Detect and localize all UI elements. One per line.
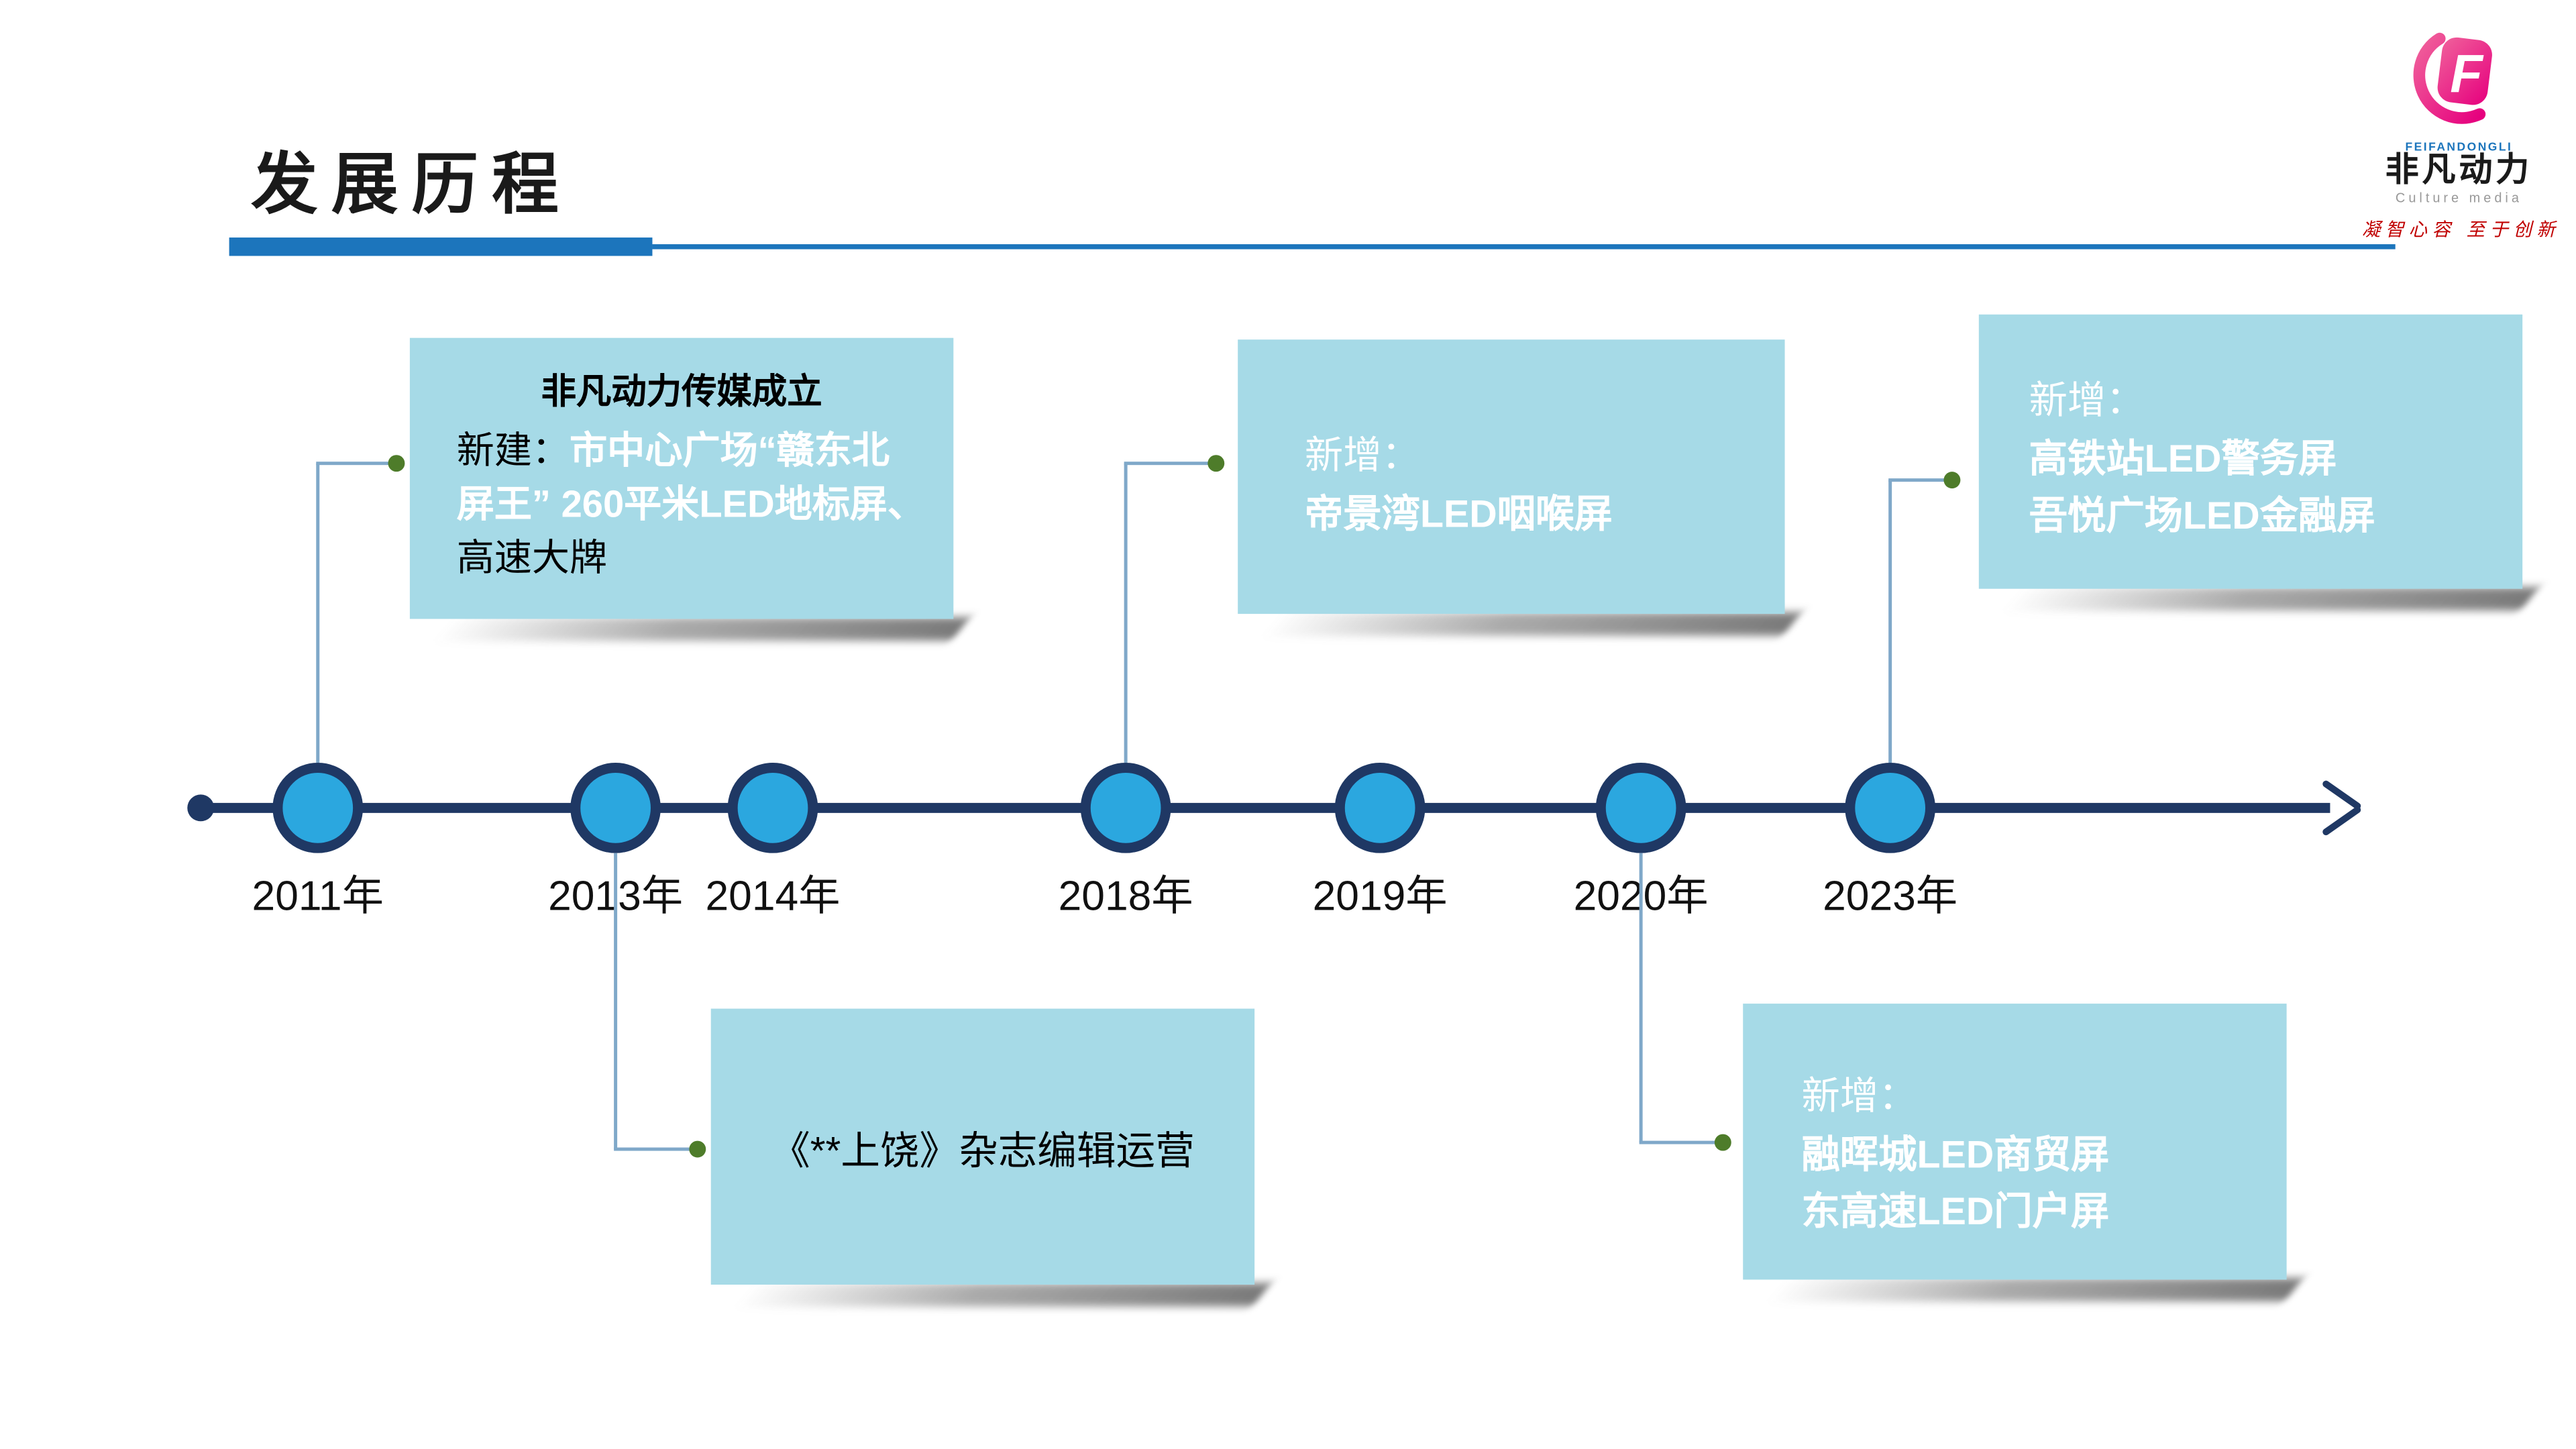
timeline-node-2014	[727, 763, 818, 853]
connector-2013-horizontal	[614, 1147, 698, 1151]
callout-2018: 新增： 帝景湾LED咽喉屏	[1238, 339, 1785, 614]
callout-2011-prefix: 新建：	[456, 429, 570, 472]
connector-2023-vertical	[1888, 480, 1892, 763]
callout-2023-line-1: 高铁站LED警务屏	[2029, 435, 2337, 480]
callout-2018-prefix: 新增：	[1304, 433, 1420, 477]
callout-2011-title: 非凡动力传媒成立	[541, 373, 822, 412]
callout-2020-line-2: 东高速LED门户屏	[1801, 1189, 2110, 1233]
connector-dot-2011	[388, 455, 405, 472]
logo-slogan: 凝智心容 至于创新	[2361, 219, 2561, 241]
timeline-node-2019	[1334, 763, 1426, 853]
year-label-2011: 2011年	[252, 873, 384, 920]
callout-2011-body: 新建：市中心广场“赣东北屏王” 260平米LED地标屏、高速大牌	[410, 415, 953, 585]
callout-2013-text: 《**上饶》杂志编辑运营	[771, 1128, 1195, 1172]
connector-dot-2023	[1943, 472, 1961, 489]
connector-2023-horizontal	[1888, 478, 1952, 482]
logo-tagline: Culture media	[2395, 191, 2522, 206]
logo-f-icon: F	[2407, 32, 2511, 137]
callout-2020: 新增： 融晖城LED商贸屏 东高速LED门户屏	[1743, 1004, 2287, 1280]
callout-2023-line-2: 吾悦广场LED金融屏	[2029, 493, 2375, 537]
callout-2011-highlight: 市中心广场“赣东北屏王” 260平米LED地标屏、	[456, 429, 926, 525]
connector-2013-vertical	[614, 853, 618, 1150]
year-label-2023: 2023年	[1823, 873, 1958, 920]
year-label-2014: 2014年	[705, 873, 841, 920]
callout-2018-body: 新增： 帝景湾LED咽喉屏	[1238, 339, 1784, 542]
connector-2018-vertical	[1124, 463, 1128, 763]
connector-2020-vertical	[1639, 853, 1643, 1143]
connector-2011-vertical	[316, 463, 320, 763]
company-logo: F FEIFANDONGLI 非凡动力 Culture media 凝智心容 至…	[2362, 27, 2556, 243]
connector-2018-horizontal	[1124, 462, 1216, 466]
connector-dot-2018	[1208, 455, 1225, 472]
callout-2011-suffix: 高速大牌	[456, 537, 608, 579]
svg-text:F: F	[2450, 44, 2484, 103]
timeline-start-dot	[187, 794, 215, 822]
callout-2020-body: 新增： 融晖城LED商贸屏 东高速LED门户屏	[1743, 1004, 2286, 1240]
callout-2023-prefix: 新增：	[2029, 378, 2145, 422]
title-underline-thick	[229, 237, 653, 256]
callout-2023: 新增： 高铁站LED警务屏 吾悦广场LED金融屏	[1978, 314, 2523, 589]
timeline-node-2013	[570, 763, 661, 853]
year-label-2019: 2019年	[1312, 873, 1448, 920]
year-label-2018: 2018年	[1058, 873, 1193, 920]
callout-2020-prefix: 新增：	[1801, 1073, 1917, 1118]
timeline-line	[199, 802, 2330, 813]
callout-2018-line: 帝景湾LED咽喉屏	[1304, 490, 1613, 535]
callout-2011: 非凡动力传媒成立 新建：市中心广场“赣东北屏王” 260平米LED地标屏、高速大…	[409, 337, 954, 619]
callout-2023-body: 新增： 高铁站LED警务屏 吾悦广场LED金融屏	[1979, 315, 2522, 545]
timeline-node-2023	[1845, 763, 1935, 853]
logo-brand-cn: 非凡动力	[2385, 152, 2533, 189]
timeline-node-2020	[1595, 763, 1686, 853]
title-underline-thin	[652, 244, 2396, 250]
page-title: 发展历程	[251, 148, 572, 223]
connector-2011-horizontal	[316, 462, 396, 466]
callout-2020-line-1: 融晖城LED商贸屏	[1801, 1131, 2110, 1175]
connector-dot-2013	[689, 1140, 706, 1158]
connector-2020-horizontal	[1639, 1140, 1723, 1144]
connector-dot-2020	[1714, 1134, 1731, 1151]
callout-2013: 《**上饶》杂志编辑运营	[710, 1008, 1255, 1285]
logo-brand-en: FEIFANDONGLI	[2405, 142, 2513, 154]
timeline-node-2018	[1080, 763, 1171, 853]
timeline-node-2011	[272, 763, 364, 853]
